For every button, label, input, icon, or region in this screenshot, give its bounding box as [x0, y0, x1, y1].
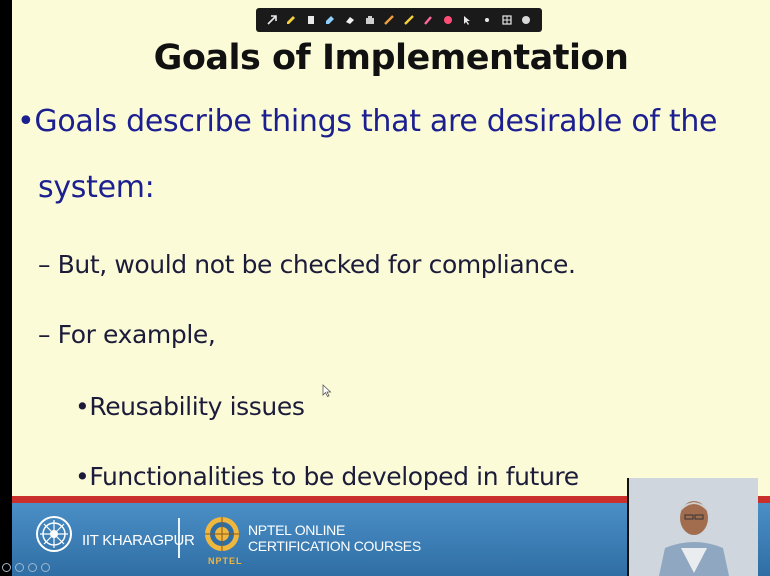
bullet-text: system: [38, 170, 155, 205]
institute-name: IIT KHARAGPUR [82, 532, 195, 549]
pointer-icon[interactable] [461, 14, 473, 26]
nav-prev-icon[interactable] [2, 563, 11, 572]
nptel-line-1: NPTEL ONLINE [248, 522, 346, 538]
sub-bullet-line-1: – But, would not be checked for complian… [38, 250, 576, 279]
pen-icon[interactable] [285, 14, 297, 26]
footer-divider [178, 518, 180, 558]
grid-icon[interactable] [501, 14, 513, 26]
annotation-toolbar [256, 8, 542, 32]
presenter-figure-icon [629, 478, 758, 576]
nptel-label: NPTEL [208, 556, 243, 566]
ruler-icon[interactable] [383, 14, 395, 26]
footer-accent-line [12, 496, 770, 503]
highlighter-icon[interactable] [305, 14, 317, 26]
fill-icon[interactable] [364, 14, 376, 26]
sub-sub-bullet-text: •Reusability issues [75, 392, 305, 421]
nptel-course-name: NPTEL ONLINE CERTIFICATION COURSES [248, 522, 421, 554]
sub-bullet-text: – For example, [38, 320, 216, 349]
slide-title: Goals of Implementation [153, 38, 629, 78]
sub-sub-bullet-line-2: •Functionalities to be developed in futu… [75, 462, 579, 491]
bullet-glyph: • [17, 104, 35, 139]
nptel-logo-icon [205, 517, 239, 551]
sub-sub-bullet-line-1: •Reusability issues [75, 392, 305, 421]
presentation-slide: Goals of Implementation •Goals describe … [12, 0, 770, 576]
eraser-icon[interactable] [344, 14, 356, 26]
sub-bullet-text: – But, would not be checked for complian… [38, 250, 576, 279]
pencil-icon[interactable] [403, 14, 415, 26]
color-icon[interactable] [442, 14, 454, 26]
brush-icon[interactable] [422, 14, 434, 26]
nptel-line-2: CERTIFICATION COURSES [248, 538, 421, 554]
bullet-line-1: •Goals describe things that are desirabl… [17, 104, 718, 139]
arrow-icon[interactable] [266, 14, 278, 26]
bullet-text: Goals describe things that are desirable… [34, 104, 718, 139]
sub-bullet-line-2: – For example, [38, 320, 216, 349]
presenter-video [627, 478, 758, 576]
nav-next-icon[interactable] [41, 563, 50, 572]
slide-nav-controls [2, 563, 50, 572]
nav-menu-icon[interactable] [15, 563, 24, 572]
bullet-line-2: system: [38, 170, 155, 205]
nav-zoom-icon[interactable] [28, 563, 37, 572]
mouse-cursor-icon [322, 384, 332, 398]
marker-icon[interactable] [324, 14, 336, 26]
circle-icon[interactable] [520, 14, 532, 26]
dot-icon[interactable] [481, 14, 493, 26]
iit-kharagpur-logo-icon [36, 516, 72, 552]
sub-sub-bullet-text: •Functionalities to be developed in futu… [75, 462, 579, 491]
